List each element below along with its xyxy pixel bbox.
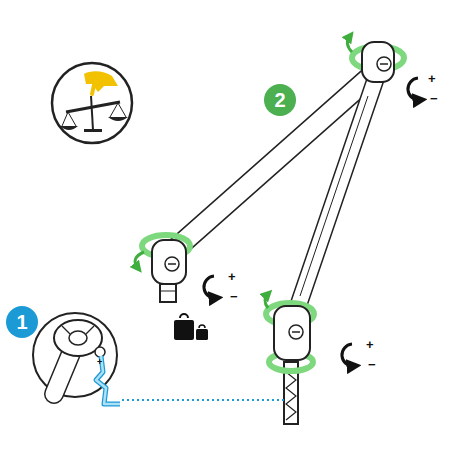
base-joint-part: [292, 331, 300, 333]
head-joint-part: [152, 240, 186, 284]
head-joint-part: [168, 263, 176, 265]
arm-tube-part: [300, 96, 368, 296]
head-joint-part: [135, 252, 144, 268]
arm-tube-part: [294, 72, 378, 318]
weight-icon-part: [196, 329, 208, 340]
inset-detail: [33, 313, 284, 404]
inset-detail-part: [122, 399, 284, 401]
balance-icon-part: [68, 112, 76, 126]
balance-icon-part: [92, 76, 96, 94]
head-joint: [135, 235, 190, 302]
balance-icon-part: [52, 63, 132, 143]
rotation-sign: +: [428, 72, 436, 85]
balance-icon-part: [60, 126, 78, 130]
callout-circle: 1: [6, 306, 38, 338]
rotation-arrow: [204, 78, 420, 366]
arm-tube: [172, 68, 380, 318]
base-joint-part: [289, 325, 303, 339]
balance-icon-part: [108, 117, 128, 121]
rotation-arrow-part: [342, 344, 354, 366]
rotation-arrow-part: [204, 276, 216, 298]
weight-icon: [174, 314, 208, 340]
inset-detail-part: [96, 356, 120, 404]
top-joint: [347, 36, 404, 82]
head-joint-part: [160, 291, 176, 292]
head-joint-part: [160, 284, 176, 302]
rotation-sign: −: [230, 290, 238, 303]
rotation-sign: −: [430, 92, 438, 105]
inset-detail-part: [95, 347, 105, 357]
balance-icon-part: [118, 103, 126, 117]
base-joint: [265, 294, 314, 424]
rotation-sign: −: [368, 358, 376, 371]
balance-icon: [52, 63, 132, 143]
base-joint-part: [265, 294, 268, 308]
weight-icon-part: [180, 314, 188, 318]
screw-sign: +: [97, 356, 102, 369]
callout-number: 2: [274, 89, 285, 112]
rotation-sign: +: [228, 270, 236, 283]
weight-icon-part: [174, 320, 194, 340]
balance-icon-part: [84, 129, 102, 132]
base-joint-part: [274, 306, 310, 360]
head-joint-part: [165, 257, 179, 271]
balance-icon-part: [91, 96, 93, 130]
weight-icon-part: [199, 325, 205, 328]
inset-detail-part: [69, 331, 87, 345]
inset-detail-part: [86, 326, 94, 334]
arm-tube-part: [294, 72, 378, 318]
rotation-sign: +: [366, 338, 374, 351]
rotation-arrow-part: [408, 78, 420, 100]
top-joint-part: [347, 36, 352, 52]
balance-icon-part: [84, 71, 118, 92]
callout-circle: 2: [264, 84, 296, 116]
balance-icon-part: [62, 112, 68, 126]
top-joint-part: [377, 57, 391, 71]
top-joint-part: [362, 42, 394, 82]
callout-number: 1: [16, 311, 27, 334]
inset-detail-part: [96, 356, 120, 404]
top-joint-part: [380, 63, 388, 65]
balance-icon-part: [110, 103, 118, 117]
balance-icon-part: [66, 102, 120, 112]
base-joint-part: [286, 372, 296, 420]
inset-detail-part: [62, 326, 70, 334]
